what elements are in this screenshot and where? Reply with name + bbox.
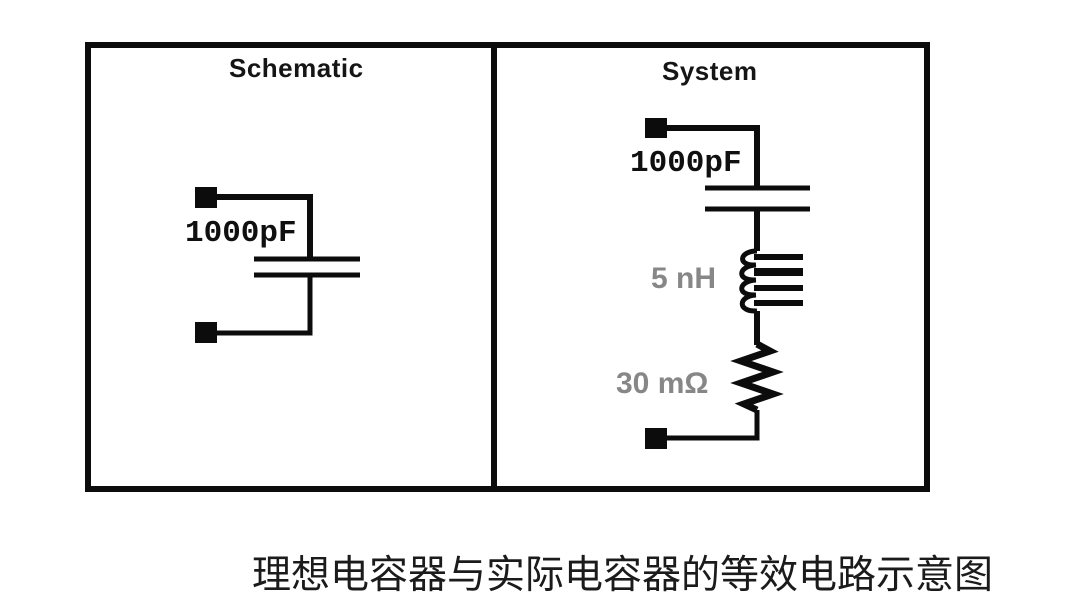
left-panel-title: Schematic [229,53,364,83]
figure-caption: 理想电容器与实际电容器的等效电路示意图 [252,553,994,598]
diagram-frame [85,42,930,492]
resistor-zigzag-icon [730,340,784,414]
inductor-coil-icon [739,248,758,314]
terminal-node-icon [645,428,667,449]
wire [216,194,313,259]
left-capacitor-value-label: 1000pF [185,216,297,251]
ideal-capacitor-circuit [195,187,360,343]
panel-divider-line [491,42,497,492]
terminal-node-icon [195,322,217,343]
terminal-node-icon [195,187,217,208]
real-capacitor-circuit [645,118,810,449]
wire [666,410,760,441]
right-capacitor-value-label: 1000pF [630,146,742,181]
resistor-value-label: 30 mΩ [616,367,709,400]
wire [216,275,313,336]
terminal-node-icon [645,118,667,138]
right-panel-title: System [662,56,758,86]
inductor-value-label: 5 nH [651,262,717,295]
wire [666,125,760,188]
